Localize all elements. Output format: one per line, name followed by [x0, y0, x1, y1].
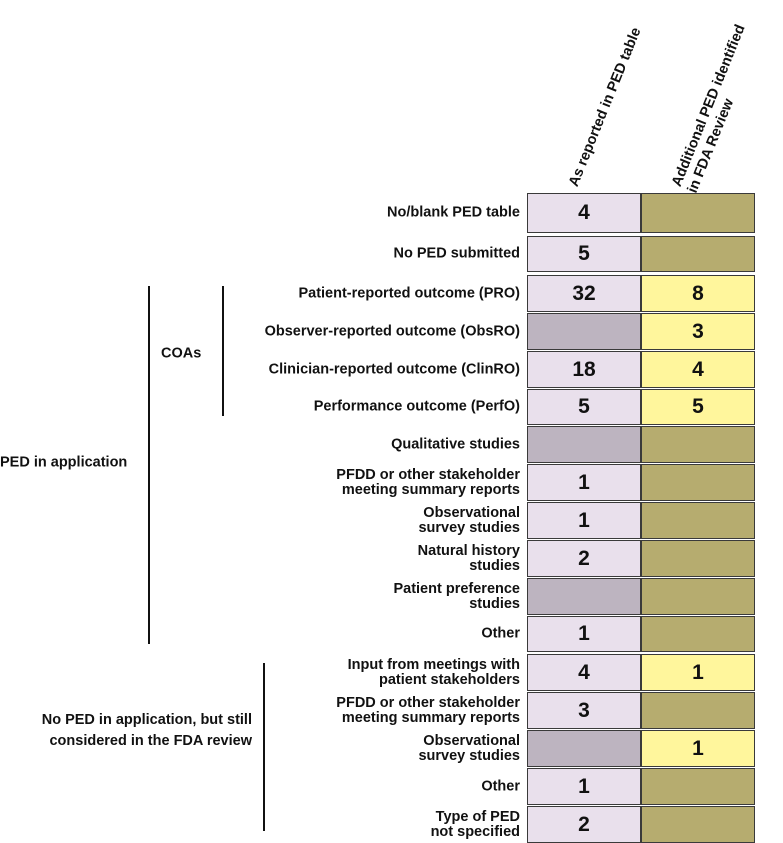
table-cell	[641, 578, 755, 615]
row-label: Patient-reported outcome (PRO)	[298, 285, 520, 301]
table-cell: 1	[641, 654, 755, 691]
table-cell	[527, 730, 641, 767]
row-label: Natural history studies	[417, 542, 520, 574]
group-label-ped-in-application: PED in application	[0, 454, 128, 471]
table-cell: 18	[527, 351, 641, 388]
row-label: Type of PED not specified	[430, 808, 520, 840]
bracket-coas	[222, 286, 224, 416]
table-cell	[641, 692, 755, 729]
table-cell: 1	[527, 464, 641, 501]
table-cell: 2	[527, 540, 641, 577]
table-cell	[641, 806, 755, 843]
row-label: Other	[481, 625, 520, 642]
table-cell: 4	[527, 193, 641, 233]
column-header: As reported in PED table	[566, 25, 645, 189]
table-cell	[641, 768, 755, 805]
table-cell	[641, 426, 755, 463]
table-cell: 1	[527, 616, 641, 652]
table-cell: 5	[527, 389, 641, 425]
row-label: Qualitative studies	[391, 436, 520, 452]
row-label: Observer-reported outcome (ObsRO)	[264, 323, 520, 339]
row-label: PFDD or other stakeholder meeting summar…	[336, 466, 520, 498]
column-header: Additional PED identified in FDA Review	[669, 22, 749, 196]
table-cell: 1	[527, 768, 641, 805]
table-cell	[641, 540, 755, 577]
table-cell	[641, 464, 755, 501]
table-cell	[527, 578, 641, 615]
table-cell	[527, 426, 641, 463]
row-label: Observational survey studies	[418, 732, 520, 764]
row-label: Input from meetings with patient stakeho…	[347, 656, 520, 688]
row-label: Observational survey studies	[418, 504, 520, 536]
table-cell: 4	[527, 654, 641, 691]
row-label: No PED submitted	[393, 245, 520, 262]
table-cell: 5	[527, 236, 641, 272]
table-cell	[641, 193, 755, 233]
row-label: PFDD or other stakeholder meeting summar…	[336, 694, 520, 726]
table-cell: 1	[527, 502, 641, 539]
table-cell: 2	[527, 806, 641, 843]
table-cell	[641, 236, 755, 272]
table-cell: 8	[641, 275, 755, 312]
table-cell: 3	[641, 313, 755, 350]
group-label-no-ped-in-application: No PED in application, but still conside…	[41, 712, 252, 749]
table-cell: 5	[641, 389, 755, 425]
table-cell: 1	[641, 730, 755, 767]
table-cell: 4	[641, 351, 755, 388]
row-label: Performance outcome (PerfO)	[313, 398, 520, 415]
table-cell: 32	[527, 275, 641, 312]
table-cell: 3	[527, 692, 641, 729]
row-label: Clinician-reported outcome (ClinRO)	[268, 361, 520, 377]
table-cell	[641, 616, 755, 652]
row-label: No/blank PED table	[387, 204, 520, 221]
table-cell	[527, 313, 641, 350]
row-label: Other	[481, 778, 520, 794]
bracket-ped-in-application	[148, 286, 150, 644]
bracket-no-ped-in-application	[263, 663, 265, 831]
table-cell	[641, 502, 755, 539]
group-label-coas: COAs	[161, 345, 202, 362]
row-label: Patient preference studies	[393, 580, 520, 612]
